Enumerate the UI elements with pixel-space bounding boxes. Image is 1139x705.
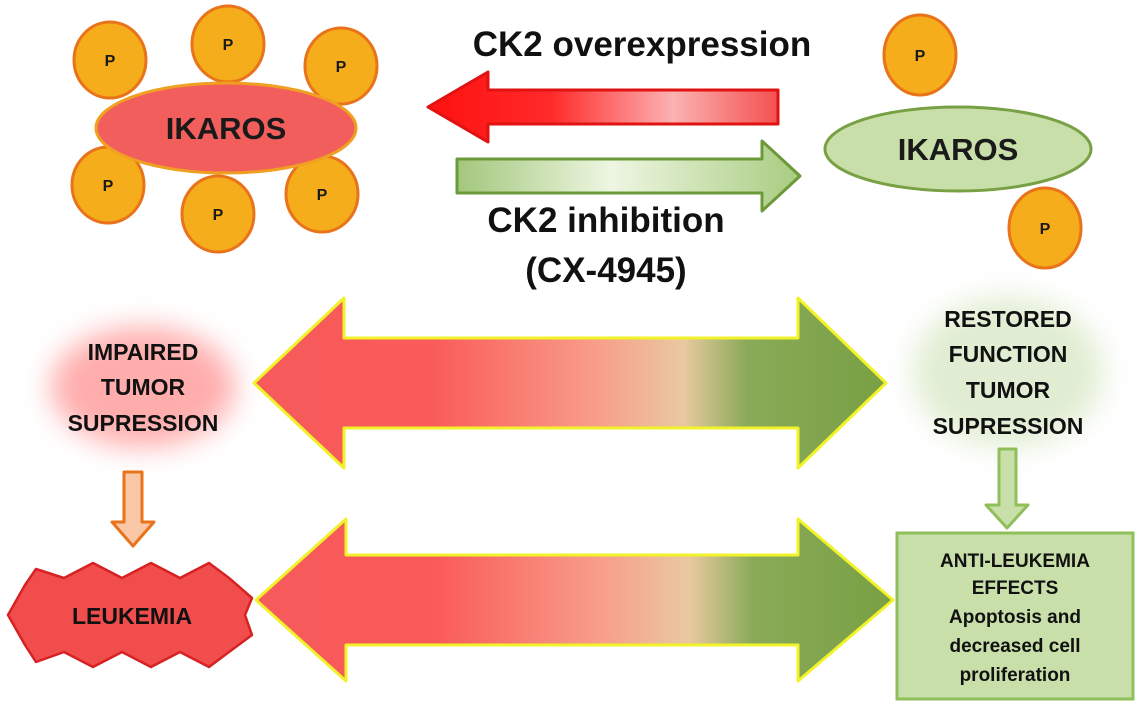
- impaired-label-line3: SUPRESSION: [68, 410, 219, 436]
- leukemia-label: LEUKEMIA: [72, 603, 192, 629]
- impaired-down-arrow: [110, 470, 156, 548]
- effects-line3: Apoptosis and: [949, 607, 1081, 628]
- double-arrow-upper: [252, 296, 888, 470]
- phospho-label: P: [223, 37, 234, 54]
- phospho-group-upper: P: [882, 13, 958, 97]
- effects-line1: ANTI-LEUKEMIA: [940, 551, 1090, 572]
- phospho-group-top-middle: P: [190, 4, 266, 84]
- phospho-label: P: [317, 187, 328, 204]
- phospho-label: P: [103, 178, 114, 195]
- restored-label-line2: FUNCTION: [949, 341, 1068, 367]
- ck2-overexpression-arrow: [426, 70, 780, 144]
- phospho-label: P: [336, 59, 347, 76]
- effects-line2: EFFECTS: [972, 578, 1059, 599]
- restored-glow: [913, 297, 1103, 447]
- ikaros-right-label: IKAROS: [898, 132, 1019, 167]
- effects-line4: decreased cell: [950, 636, 1081, 657]
- restored-label-line1: RESTORED: [944, 306, 1071, 332]
- ck2-overexpression-label: CK2 overexpression: [473, 25, 811, 64]
- restored-label-line4: SUPRESSION: [933, 413, 1084, 439]
- double-arrow-lower: [254, 517, 895, 683]
- impaired-label-line1: IMPAIRED: [88, 339, 199, 365]
- restored-label-line3: TUMOR: [966, 377, 1051, 403]
- phospho-group-top-right: P: [303, 26, 379, 106]
- impaired-glow: [51, 327, 235, 447]
- effects-line5: proliferation: [960, 665, 1071, 686]
- phospho-group-bottom-middle: P: [180, 174, 256, 254]
- restored-down-arrow: [984, 447, 1030, 530]
- ck2-inhibition-label: CK2 inhibition: [487, 201, 724, 240]
- ikaros-left-shape: [94, 81, 358, 175]
- phospho-label: P: [105, 53, 116, 70]
- impaired-label-line2: TUMOR: [101, 374, 186, 400]
- leukemia-star-shape: [6, 561, 254, 669]
- phospho-label: P: [915, 48, 926, 65]
- phospho-group-top-left: P: [72, 20, 148, 100]
- phosphorylated-ikaros-group: P P P P P P IKAROS: [70, 4, 379, 254]
- cx4945-label: (CX-4945): [525, 251, 686, 290]
- phospho-group-bottom-right: P: [284, 154, 360, 234]
- ck2-inhibition-arrow: [455, 139, 802, 213]
- anti-leukemia-effects-box: ANTI-LEUKEMIA EFFECTS Apoptosis and decr…: [895, 531, 1135, 701]
- ikaros-right-shape: [823, 105, 1093, 193]
- leukemia-badge: LEUKEMIA: [6, 561, 254, 669]
- dephosphorylated-ikaros-group: P P IKAROS: [823, 13, 1093, 270]
- ikaros-left-label: IKAROS: [166, 111, 287, 146]
- phospho-group-lower: P: [1007, 186, 1083, 270]
- phospho-label: P: [213, 207, 224, 224]
- phospho-label: P: [1040, 221, 1051, 238]
